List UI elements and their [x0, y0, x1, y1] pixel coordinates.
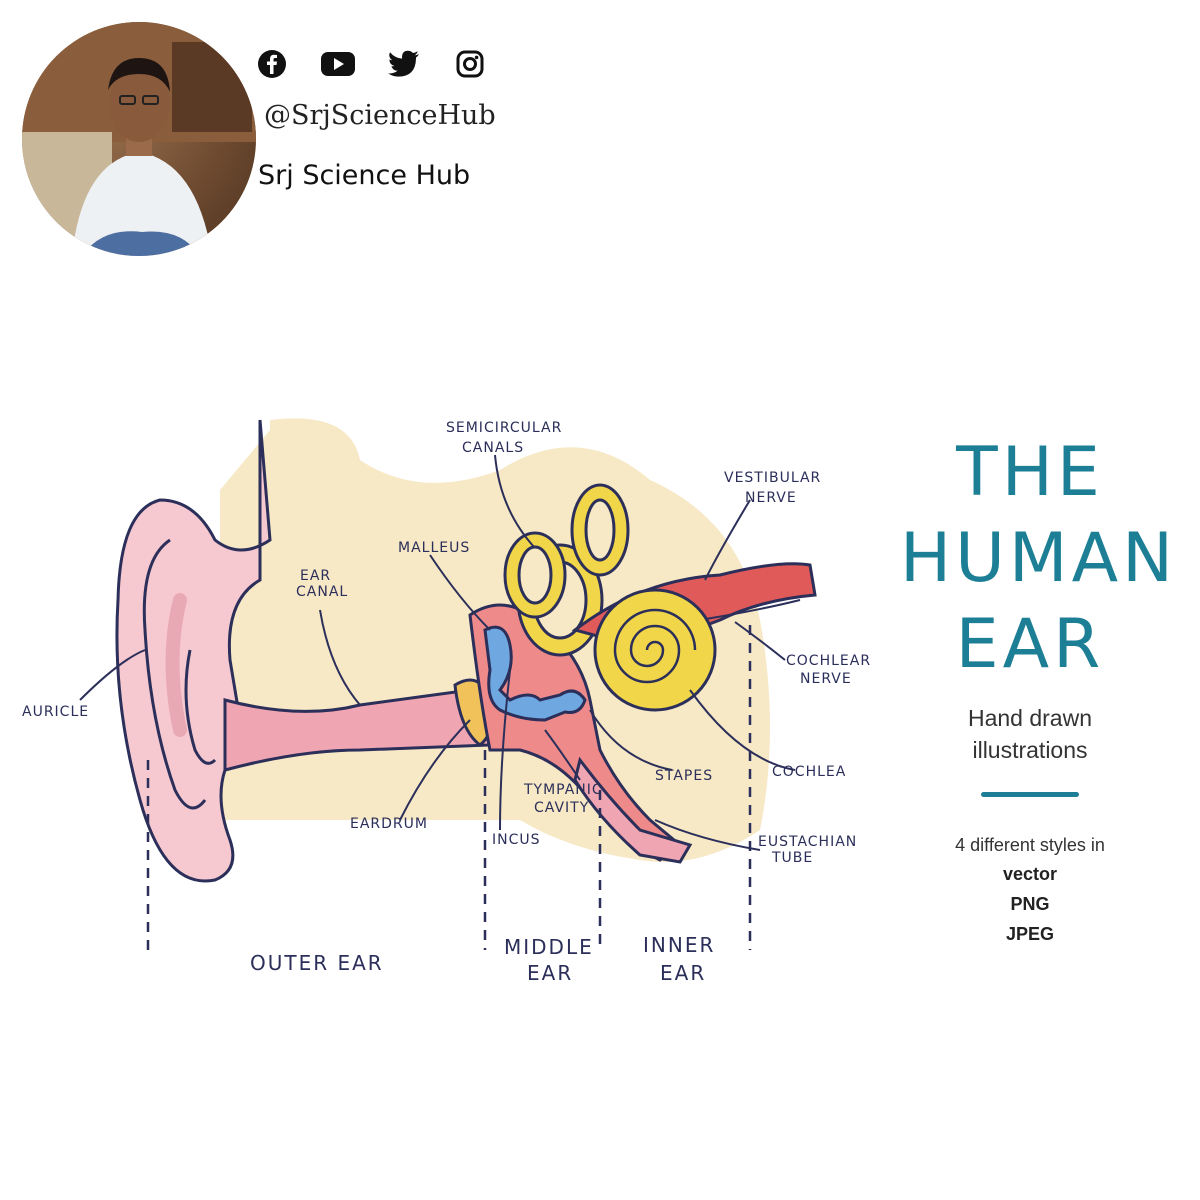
ossicles-shape — [483, 625, 587, 722]
callout-arrows — [79, 454, 796, 851]
subtitle-line-2: illustrations — [972, 737, 1088, 763]
label-vestibular-nerve-2: NERVE — [745, 490, 797, 506]
label-eustachian-tube-1: EUSTACHIAN — [758, 834, 857, 850]
title-divider — [981, 792, 1079, 797]
subtitle-line-1: Hand drawn — [967, 705, 1093, 731]
label-malleus: MALLEUS — [398, 540, 470, 556]
cochlea-shape — [593, 588, 717, 712]
label-cochlear-nerve-2: NERVE — [800, 671, 852, 687]
label-tympanic-cavity-1: TYMPANIC — [523, 782, 603, 798]
facebook-icon[interactable] — [250, 46, 294, 82]
format-jpeg: JPEG — [1005, 924, 1055, 944]
label-semicircular-canals-1: SEMICIRCULAR — [446, 420, 562, 436]
format-png: PNG — [1010, 894, 1050, 914]
title-line-3: EAR — [955, 605, 1105, 684]
label-eustachian-tube-2: TUBE — [771, 850, 813, 866]
title-line-2: HUMAN — [900, 519, 1177, 598]
ear-diagram: SEMICIRCULAR CANALS VESTIBULAR NERVE MAL… — [22, 418, 871, 985]
region-middle-ear-1: MIDDLE — [504, 935, 594, 959]
auricle-shape — [115, 419, 272, 883]
channel-name: Srj Science Hub — [258, 160, 471, 191]
region-middle-ear-2: EAR — [527, 961, 573, 985]
region-dividers — [146, 625, 752, 950]
youtube-icon[interactable] — [316, 46, 360, 82]
channel-handle: @SrjScienceHub — [264, 100, 496, 131]
label-cochlea: COCHLEA — [772, 764, 846, 780]
label-semicircular-canals-2: CANALS — [462, 440, 524, 456]
format-vector: vector — [1002, 864, 1058, 884]
label-auricle: AURICLE — [22, 704, 89, 720]
semicircular-canals-shape — [503, 483, 630, 657]
label-tympanic-cavity-2: CAVITY — [534, 800, 589, 816]
twitter-icon[interactable] — [382, 46, 426, 82]
label-vestibular-nerve-1: VESTIBULAR — [724, 470, 821, 486]
title-line-1: THE — [956, 433, 1104, 512]
label-ear-canal-1: EAR — [300, 568, 331, 584]
title-block: THE HUMAN EAR Hand drawn illustrations 4… — [900, 430, 1177, 949]
label-stapes: STAPES — [655, 768, 713, 784]
region-inner-ear-2: EAR — [660, 961, 706, 985]
region-inner-ear-1: INNER — [643, 933, 715, 957]
avatar-photo — [22, 22, 256, 256]
label-incus: INCUS — [492, 832, 541, 848]
eustachian-tube-shape — [573, 756, 693, 864]
label-eardrum: EARDRUM — [350, 816, 428, 832]
instagram-icon[interactable] — [448, 46, 492, 82]
label-cochlear-nerve-1: COCHLEAR — [786, 653, 871, 669]
social-icons-row — [250, 46, 492, 82]
profile-avatar — [22, 22, 256, 256]
label-ear-canal-2: CANAL — [296, 584, 348, 600]
region-outer-ear: OUTER EAR — [250, 951, 384, 975]
styles-intro: 4 different styles in — [955, 835, 1105, 855]
